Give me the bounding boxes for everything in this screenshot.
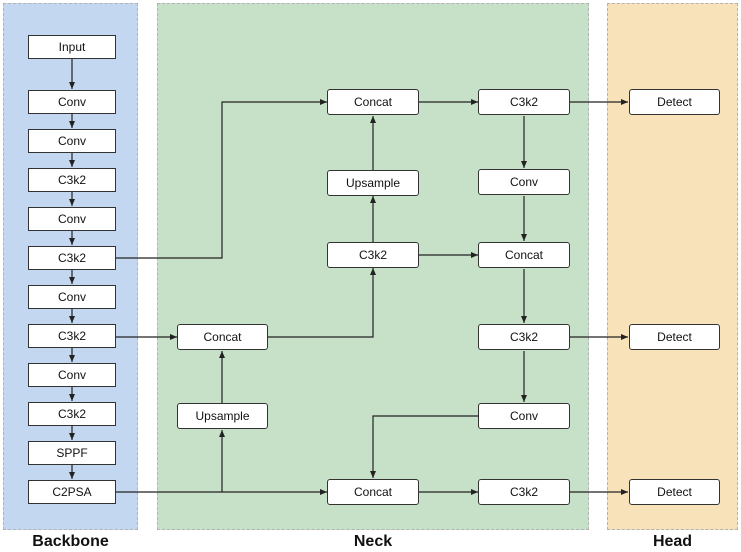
node-detect-3: Detect bbox=[629, 479, 720, 505]
node-bb-conv-2: Conv bbox=[28, 129, 116, 153]
node-bb-conv-4: Conv bbox=[28, 285, 116, 309]
node-input: Input bbox=[28, 35, 116, 59]
node-concat-left: Concat bbox=[177, 324, 268, 350]
neck-label: Neck bbox=[353, 533, 393, 550]
node-detect-2: Detect bbox=[629, 324, 720, 350]
node-c3k2-right-mid: C3k2 bbox=[478, 324, 570, 350]
node-bb-c2psa: C2PSA bbox=[28, 480, 116, 504]
node-conv-right-1: Conv bbox=[478, 169, 570, 195]
node-bb-c3k2-2: C3k2 bbox=[28, 246, 116, 270]
node-bb-c3k2-3: C3k2 bbox=[28, 324, 116, 348]
node-detect-1: Detect bbox=[629, 89, 720, 115]
node-bb-conv-1: Conv bbox=[28, 90, 116, 114]
node-bb-conv-5: Conv bbox=[28, 363, 116, 387]
node-c3k2-right-bottom: C3k2 bbox=[478, 479, 570, 505]
head-label: Head bbox=[652, 533, 693, 550]
node-c3k2-right-top: C3k2 bbox=[478, 89, 570, 115]
node-bb-conv-3: Conv bbox=[28, 207, 116, 231]
edge-c3k2-concat-top bbox=[116, 99, 327, 259]
node-conv-right-2: Conv bbox=[478, 403, 570, 429]
node-bb-sppf: SPPF bbox=[28, 441, 116, 465]
node-upsample-left: Upsample bbox=[177, 403, 268, 429]
node-concat-bottom: Concat bbox=[327, 479, 419, 505]
edge-concat-left-c3k2-mid bbox=[268, 268, 376, 338]
node-c3k2-mid: C3k2 bbox=[327, 242, 419, 268]
node-concat-right: Concat bbox=[478, 242, 570, 268]
node-upsample-top: Upsample bbox=[327, 170, 419, 196]
node-concat-top: Concat bbox=[327, 89, 419, 115]
node-bb-c3k2-1: C3k2 bbox=[28, 168, 116, 192]
edge-conv2-concat-bottom bbox=[370, 415, 478, 478]
node-bb-c3k2-4: C3k2 bbox=[28, 402, 116, 426]
backbone-label: Backbone bbox=[32, 533, 109, 550]
